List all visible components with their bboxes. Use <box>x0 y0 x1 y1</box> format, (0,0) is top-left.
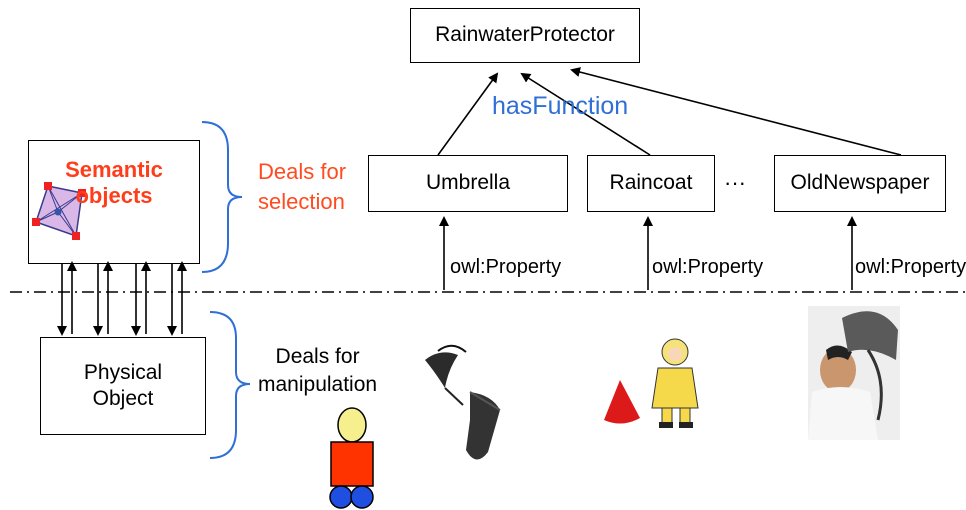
physical-object-label-2: Object <box>92 387 154 410</box>
selection-brace <box>201 121 243 273</box>
raincoat-icon <box>604 338 699 428</box>
raincoat-node: Raincoat <box>587 155 715 212</box>
manipulation-brace <box>209 311 251 459</box>
semantic-objects-label: Semantic objects <box>65 157 163 209</box>
selection-note: Deals for selection <box>258 159 347 214</box>
raincoat-label: Raincoat <box>609 171 693 195</box>
ellipsis: ··· <box>724 170 746 195</box>
umbrella-label: Umbrella <box>425 171 511 195</box>
umbrella-icon <box>425 344 501 460</box>
network-icon <box>32 182 86 240</box>
property-label-raincoat: owl:Property <box>652 256 764 278</box>
rainwater-protector-label: RainwaterProtector <box>435 23 615 47</box>
arrow-newspaper-to-protector <box>570 67 902 156</box>
has-function-label: hasFunction <box>492 92 629 120</box>
old-newspaper-node: OldNewspaper <box>774 155 946 212</box>
physical-object-box: Physical Object <box>40 337 206 435</box>
rainwater-protector-node: RainwaterProtector <box>410 8 640 63</box>
property-label-newspaper: owl:Property <box>855 256 966 278</box>
robot-icon <box>329 407 374 509</box>
manipulation-note: Deals for manipulation <box>258 345 378 397</box>
arrow-umbrella-to-protector <box>437 72 499 156</box>
mapping-arrows <box>57 261 187 336</box>
umbrella-node: Umbrella <box>368 155 568 212</box>
physical-object-label-1: Physical <box>83 360 163 384</box>
newspaper-person-icon <box>808 306 900 440</box>
property-label-umbrella: owl:Property <box>450 256 562 278</box>
arrow-raincoat-to-protector <box>520 72 651 156</box>
old-newspaper-label: OldNewspaper <box>790 171 930 195</box>
semantic-objects-box <box>28 140 200 264</box>
